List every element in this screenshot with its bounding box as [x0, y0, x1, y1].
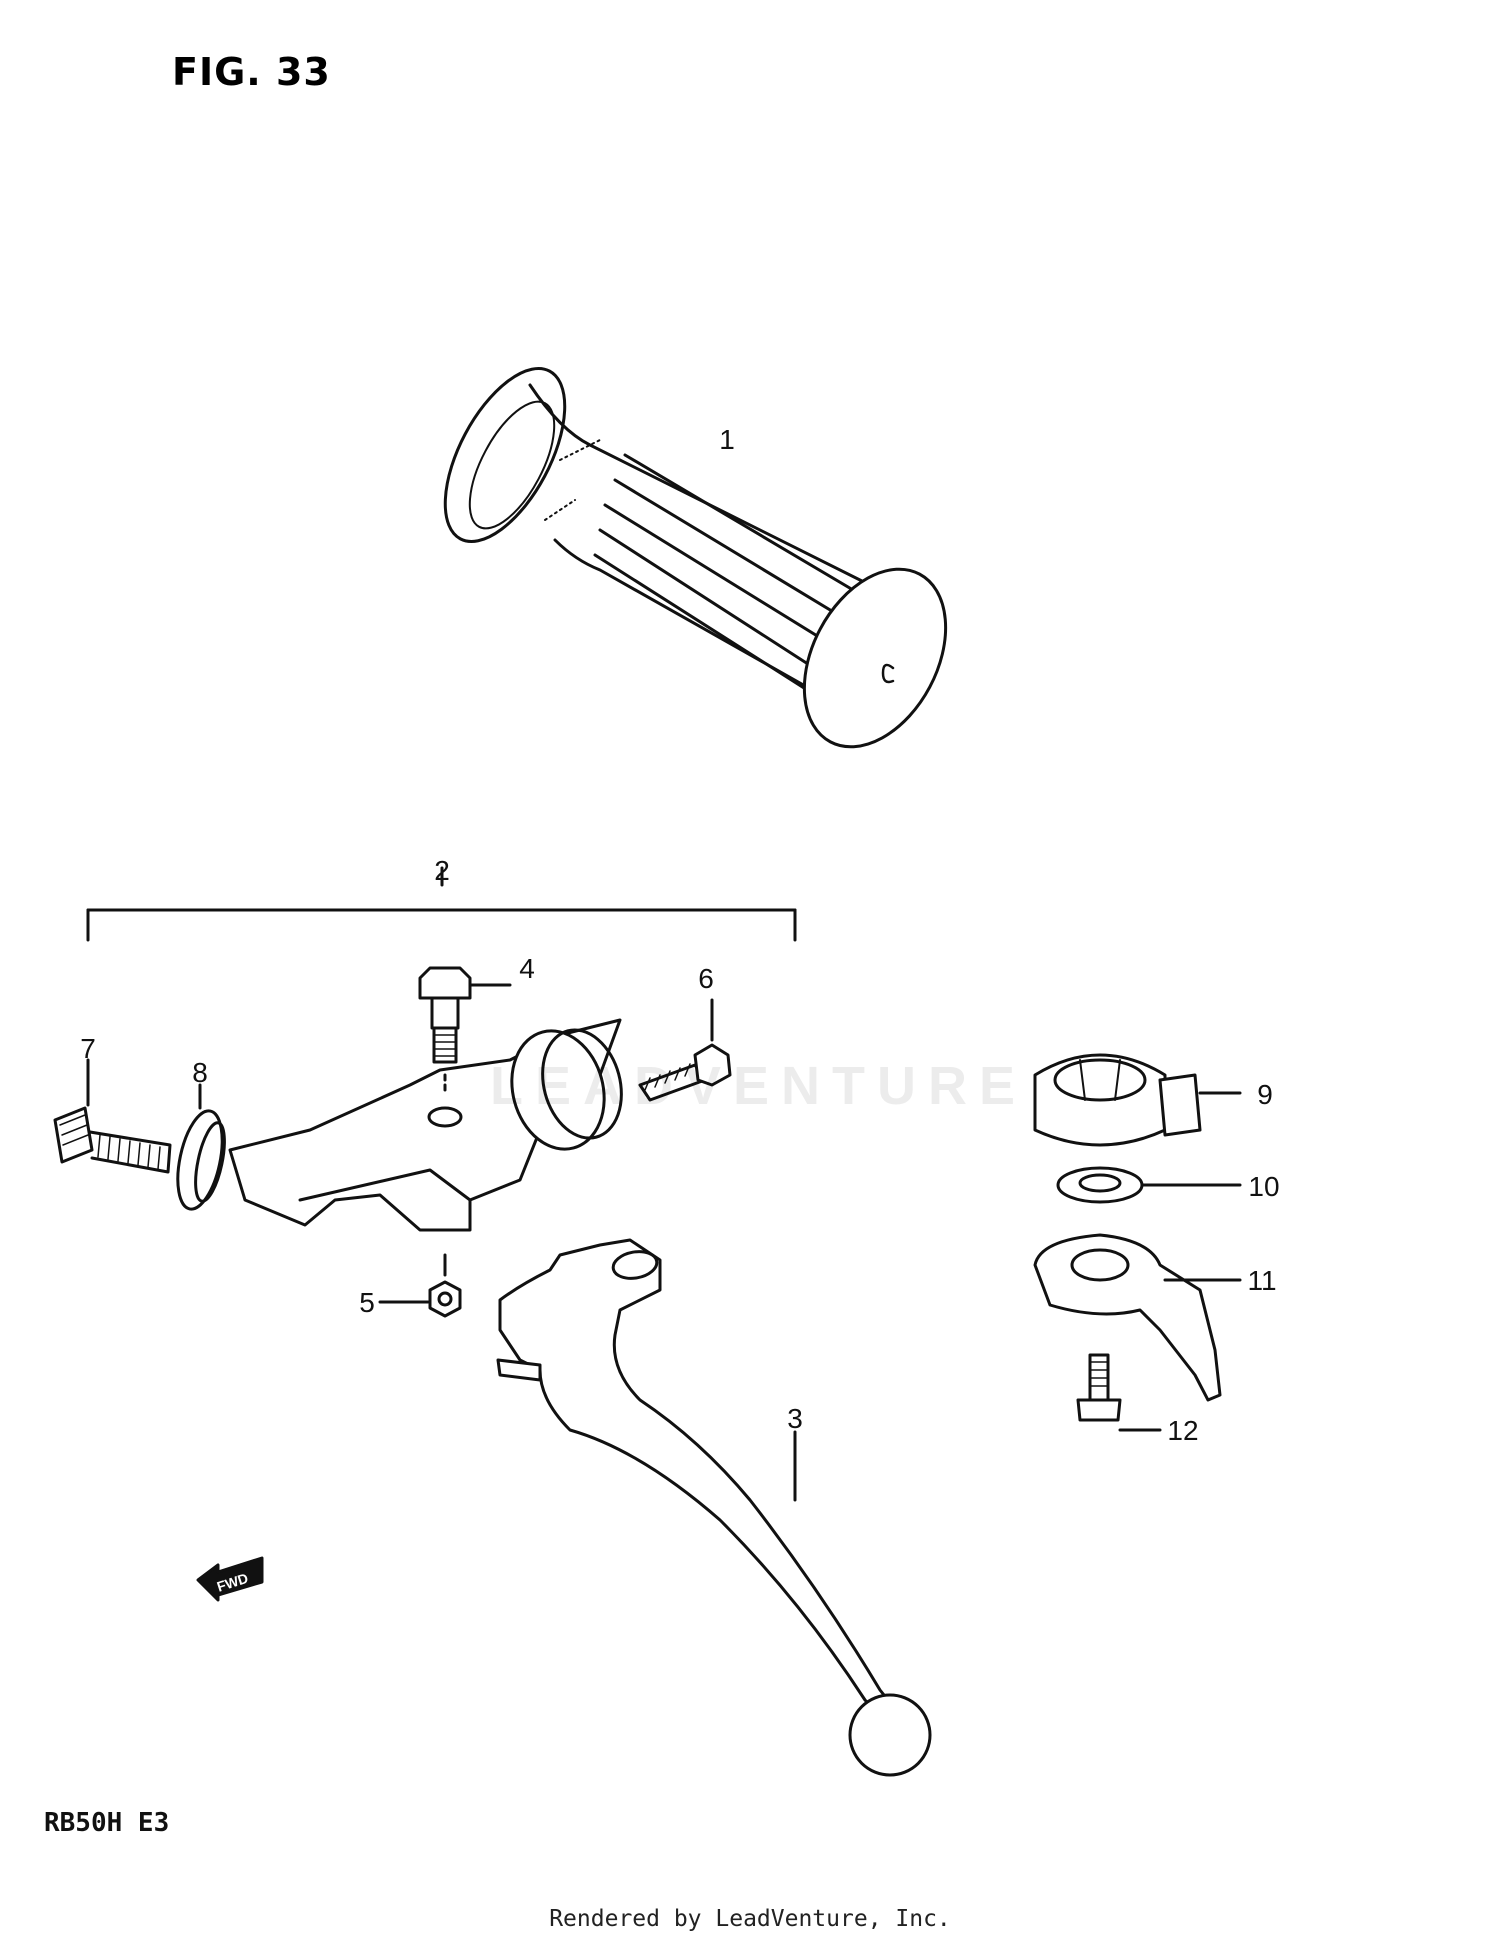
model-code: RB50H E3	[44, 1808, 170, 1838]
clamp-screw-drawing	[638, 998, 732, 1102]
assembly-bracket	[86, 866, 797, 942]
callout-11: 11	[1247, 1265, 1276, 1296]
callout-3: 3	[787, 1403, 803, 1434]
callout-12: 12	[1167, 1415, 1198, 1446]
figure-title: FIG. 33	[172, 50, 331, 94]
callout-8: 8	[192, 1057, 208, 1088]
footer-credit: Rendered by LeadVenture, Inc.	[549, 1906, 951, 1932]
choke-lever-drawing	[1033, 1233, 1242, 1402]
callout-2: 2	[434, 855, 450, 886]
callout-5: 5	[359, 1287, 375, 1318]
washer-drawing	[1056, 1166, 1242, 1204]
callout-1: 1	[719, 424, 735, 455]
adjuster-drawing	[53, 1058, 172, 1174]
lever-holder-drawing	[228, 1018, 623, 1232]
locknut-drawing	[176, 1083, 226, 1211]
small-screw-drawing	[1076, 1353, 1162, 1432]
callout-10: 10	[1248, 1171, 1279, 1202]
callout-7: 7	[80, 1033, 96, 1064]
callout-4: 4	[519, 953, 535, 984]
pivot-bolt-drawing	[418, 966, 512, 1277]
callout-6: 6	[698, 963, 714, 994]
grip-drawing	[443, 367, 948, 749]
choke-plate-drawing	[1033, 1053, 1242, 1147]
lever-drawing	[496, 1238, 932, 1777]
fwd-arrow-icon	[196, 1556, 264, 1602]
nut-drawing	[378, 1280, 462, 1318]
watermark: LEADVENTURE	[490, 1056, 1028, 1116]
callout-9: 9	[1257, 1079, 1273, 1110]
